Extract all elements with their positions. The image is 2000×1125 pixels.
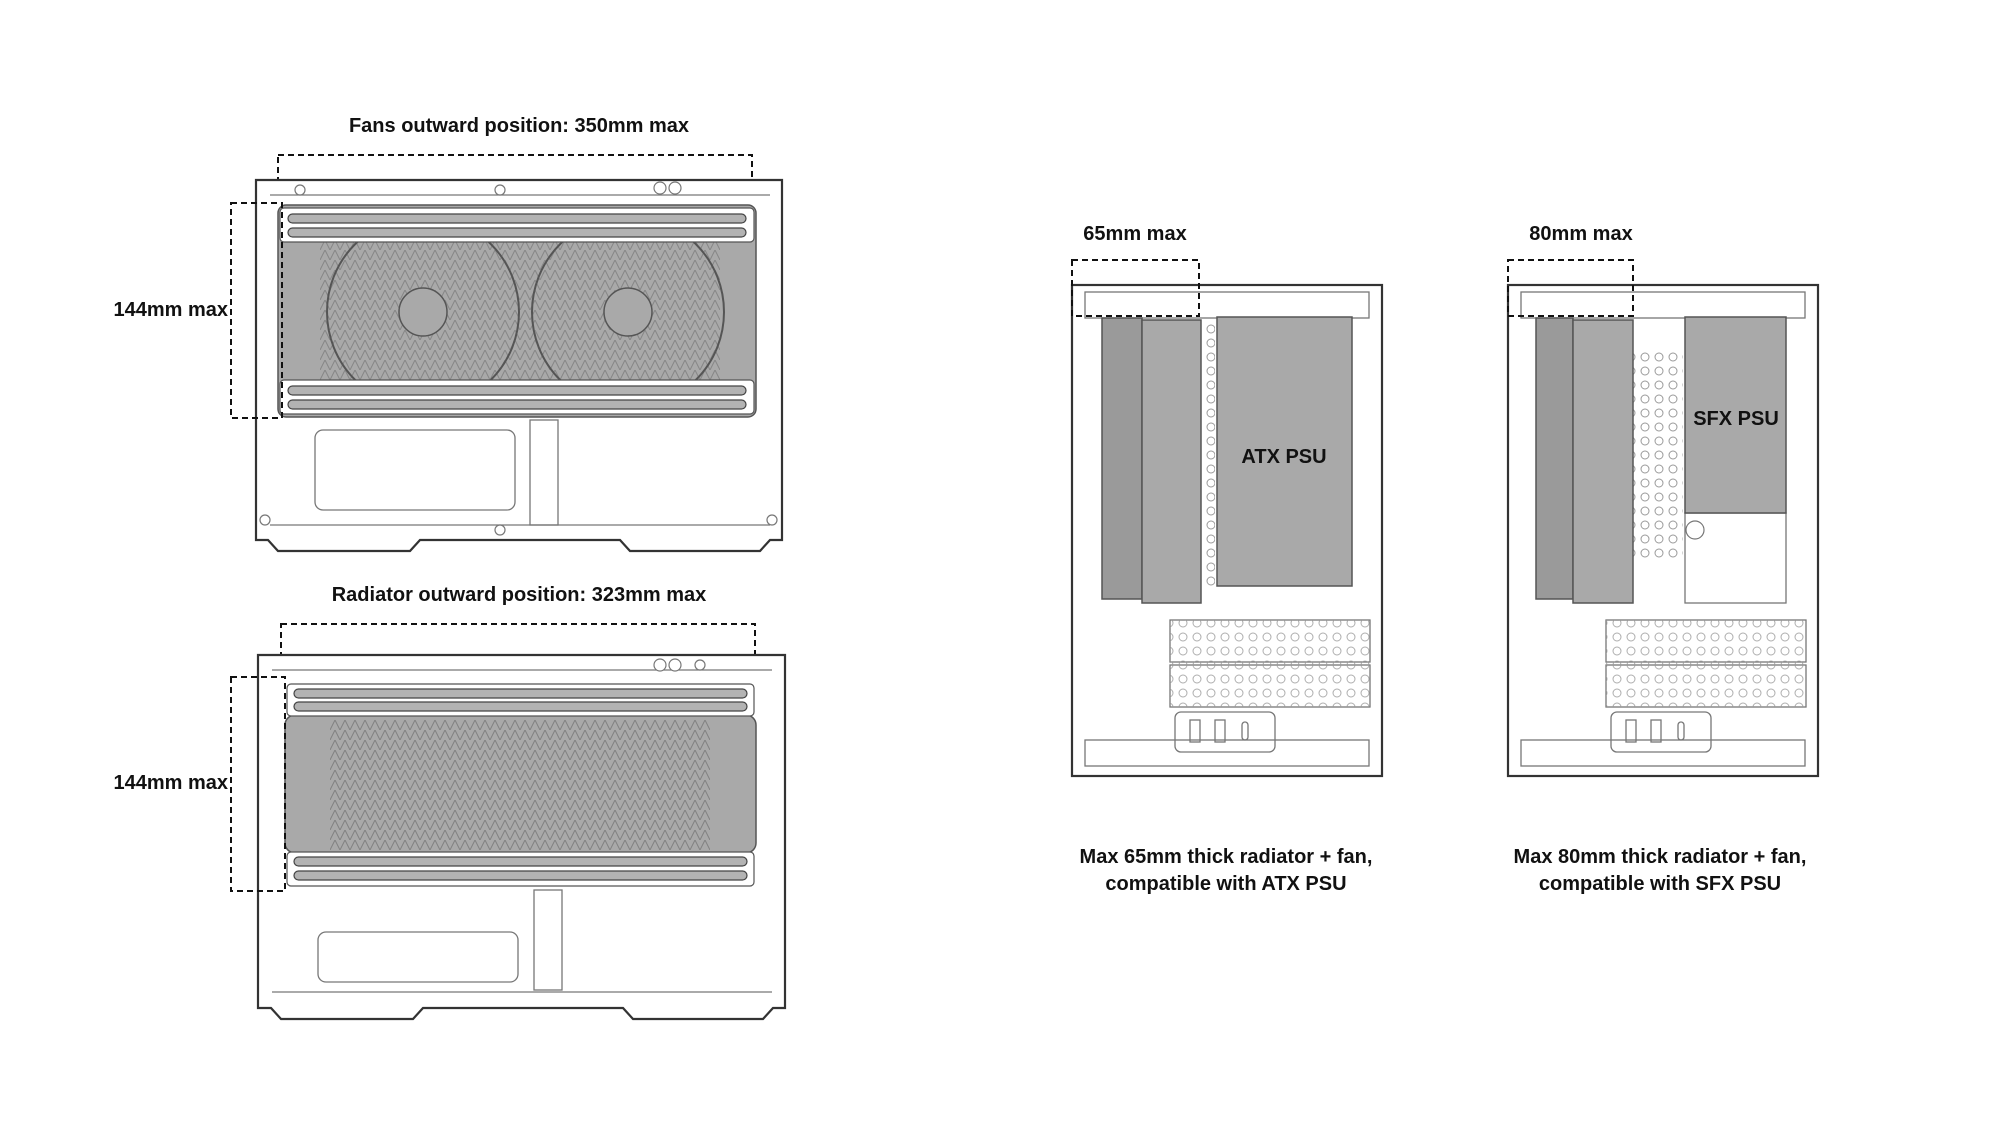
top-grille <box>286 683 755 717</box>
io-panel <box>1174 711 1276 753</box>
height-label: 144mm max <box>113 299 228 321</box>
bottom-grille <box>286 851 755 887</box>
radiator <box>1141 319 1202 604</box>
radiator-outward-title: Radiator outward position: 323mm max <box>332 584 707 606</box>
thickness-label: 80mm max <box>1529 223 1632 245</box>
sfx-psu <box>1684 316 1787 514</box>
fan-hub <box>603 287 653 337</box>
thickness-dimension-box <box>1507 259 1634 317</box>
bracket <box>529 419 559 526</box>
fan <box>1101 317 1143 600</box>
caption-line-2: compatible with ATX PSU <box>1105 873 1346 895</box>
cutout <box>314 429 516 511</box>
radiator-outward-diagram: Radiator outward position: 323mm max 144… <box>113 584 787 1021</box>
atx-psu-diagram: 65mm max ATX PSU Max 65mm thick radiator… <box>1070 223 1384 895</box>
atx-psu <box>1216 316 1353 587</box>
psu-label: ATX PSU <box>1241 446 1326 468</box>
height-label: 144mm max <box>113 772 228 794</box>
caption-line-1: Max 65mm thick radiator + fan, <box>1080 846 1373 868</box>
top-grille <box>279 207 755 243</box>
thickness-label: 65mm max <box>1083 223 1186 245</box>
fan <box>1535 317 1574 600</box>
length-dimension-box <box>280 623 756 683</box>
psu-label: SFX PSU <box>1693 408 1779 430</box>
caption-line-2: compatible with SFX PSU <box>1539 873 1781 895</box>
height-dimension-box <box>230 676 286 892</box>
radiator <box>1572 319 1634 604</box>
bottom-grille <box>279 379 755 415</box>
height-dimension-box <box>230 202 283 419</box>
caption-line-1: Max 80mm thick radiator + fan, <box>1514 846 1807 868</box>
fans-outward-diagram: Fans outward position: 350mm max <box>113 115 784 553</box>
sfx-psu-diagram: 80mm max SFX PSU Max 80mm thick radiator… <box>1506 223 1820 895</box>
fans-outward-title: Fans outward position: 350mm max <box>349 115 689 137</box>
fan-hub <box>398 287 448 337</box>
thickness-dimension-box <box>1071 259 1200 317</box>
io-panel <box>1610 711 1712 753</box>
